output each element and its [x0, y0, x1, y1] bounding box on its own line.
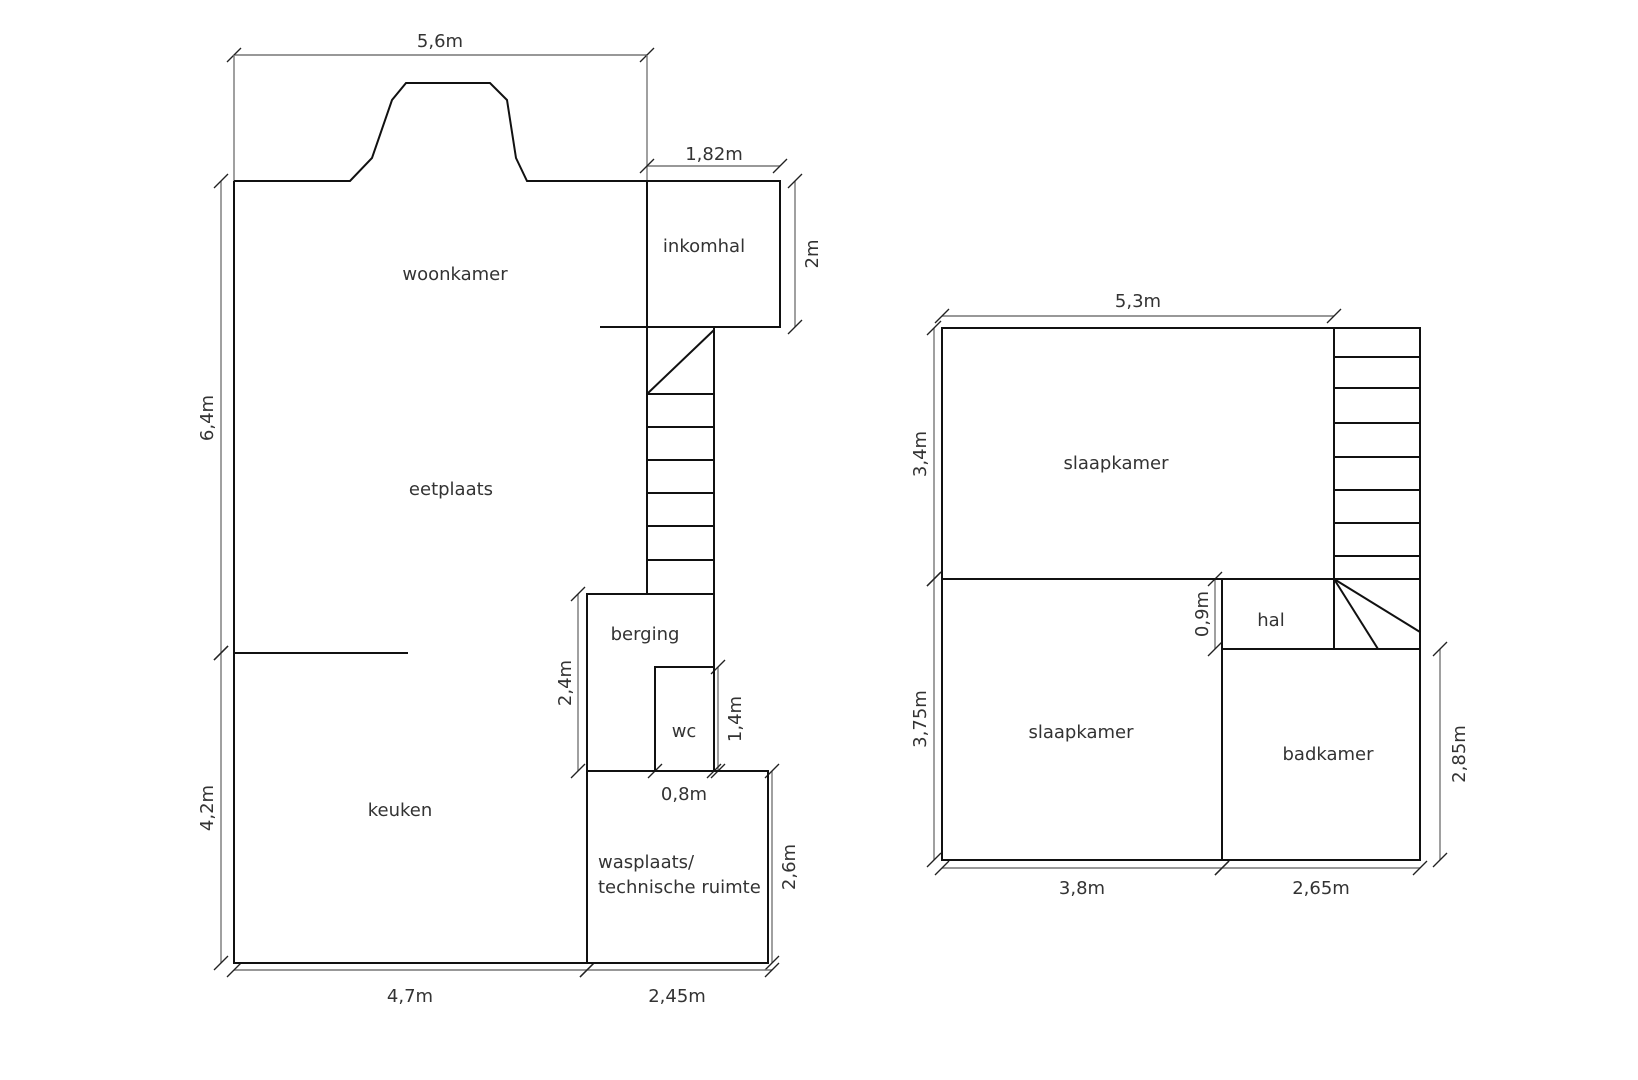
dimension-tick	[213, 645, 229, 661]
dimension-tick	[1432, 852, 1448, 868]
dimension-tick	[764, 955, 780, 971]
first-floor-plan: slaapkamer slaapkamer hal badkamer 5,3m …	[910, 291, 1470, 899]
dimension-tick	[1207, 641, 1223, 657]
winder-line	[1333, 578, 1379, 650]
staircase-ground	[647, 393, 714, 595]
dim-label: 5,6m	[417, 31, 463, 52]
dimension-tick	[639, 158, 655, 174]
dimension-tick	[926, 320, 942, 336]
dimension-tick	[570, 763, 586, 779]
dim-label: 1,4m	[725, 696, 746, 742]
dimension-tick	[926, 571, 942, 587]
room-label-wasplaats: wasplaats/	[598, 852, 695, 873]
dim-label: 2m	[802, 240, 823, 269]
dim-label: 6,4m	[197, 395, 218, 441]
dim-label: 2,65m	[1292, 878, 1350, 899]
winder-line	[1333, 578, 1421, 633]
dim-label: 5,3m	[1115, 291, 1161, 312]
dimension-tick	[787, 173, 803, 189]
room-label-slaapkamer: slaapkamer	[1063, 453, 1169, 474]
room-label-woonkamer: woonkamer	[402, 264, 508, 285]
dimension-tick	[1412, 860, 1428, 876]
dimension-tick	[226, 962, 242, 978]
dim-label: 3,8m	[1059, 878, 1105, 899]
dimension-lines	[213, 47, 1448, 978]
dim-label: 2,4m	[555, 660, 576, 706]
dim-label: 4,2m	[197, 785, 218, 831]
dimension-tick	[1432, 641, 1448, 657]
dim-label: 4,7m	[387, 986, 433, 1007]
dimension-tick	[926, 852, 942, 868]
dimension-tick	[570, 586, 586, 602]
dimension-tick	[1326, 308, 1342, 324]
dim-label: 1,82m	[685, 144, 743, 165]
outer-wall	[233, 181, 769, 964]
stair-diagonal	[646, 329, 715, 395]
room-label-badkamer: badkamer	[1282, 744, 1374, 765]
berging-wall	[586, 593, 714, 963]
dimension-tick	[787, 319, 803, 335]
first-floor-outline	[941, 327, 1421, 861]
room-label-technische-ruimte: technische ruimte	[598, 877, 761, 898]
dimension-tick	[213, 173, 229, 189]
wc-wall	[654, 666, 714, 771]
dimension-tick	[1214, 860, 1230, 876]
room-label-eetplaats: eetplaats	[409, 479, 493, 500]
dimension-tick	[764, 962, 780, 978]
dimension-tick	[772, 158, 788, 174]
dim-label: 0,8m	[661, 784, 707, 805]
staircase-first	[1334, 356, 1420, 557]
front-wall-with-bay	[234, 82, 781, 328]
dimension-tick	[934, 860, 950, 876]
dimension-tick	[579, 962, 595, 978]
room-label-hal: hal	[1257, 610, 1284, 631]
dim-label: 2,85m	[1449, 725, 1470, 783]
dim-label: 2,45m	[648, 986, 706, 1007]
dim-label: 0,9m	[1192, 591, 1213, 637]
dim-label: 3,75m	[910, 690, 931, 748]
room-label-inkomhal: inkomhal	[663, 236, 745, 257]
ground-floor-plan: woonkamer inkomhal eetplaats berging wc …	[197, 31, 823, 1007]
dim-label: 3,4m	[910, 431, 931, 477]
dimension-tick	[934, 308, 950, 324]
room-label-wc: wc	[672, 721, 697, 742]
room-label-berging: berging	[611, 624, 680, 645]
room-label-slaapkamer: slaapkamer	[1028, 722, 1134, 743]
dimension-tick	[213, 955, 229, 971]
dim-label: 2,6m	[779, 844, 800, 890]
room-label-keuken: keuken	[368, 800, 433, 821]
